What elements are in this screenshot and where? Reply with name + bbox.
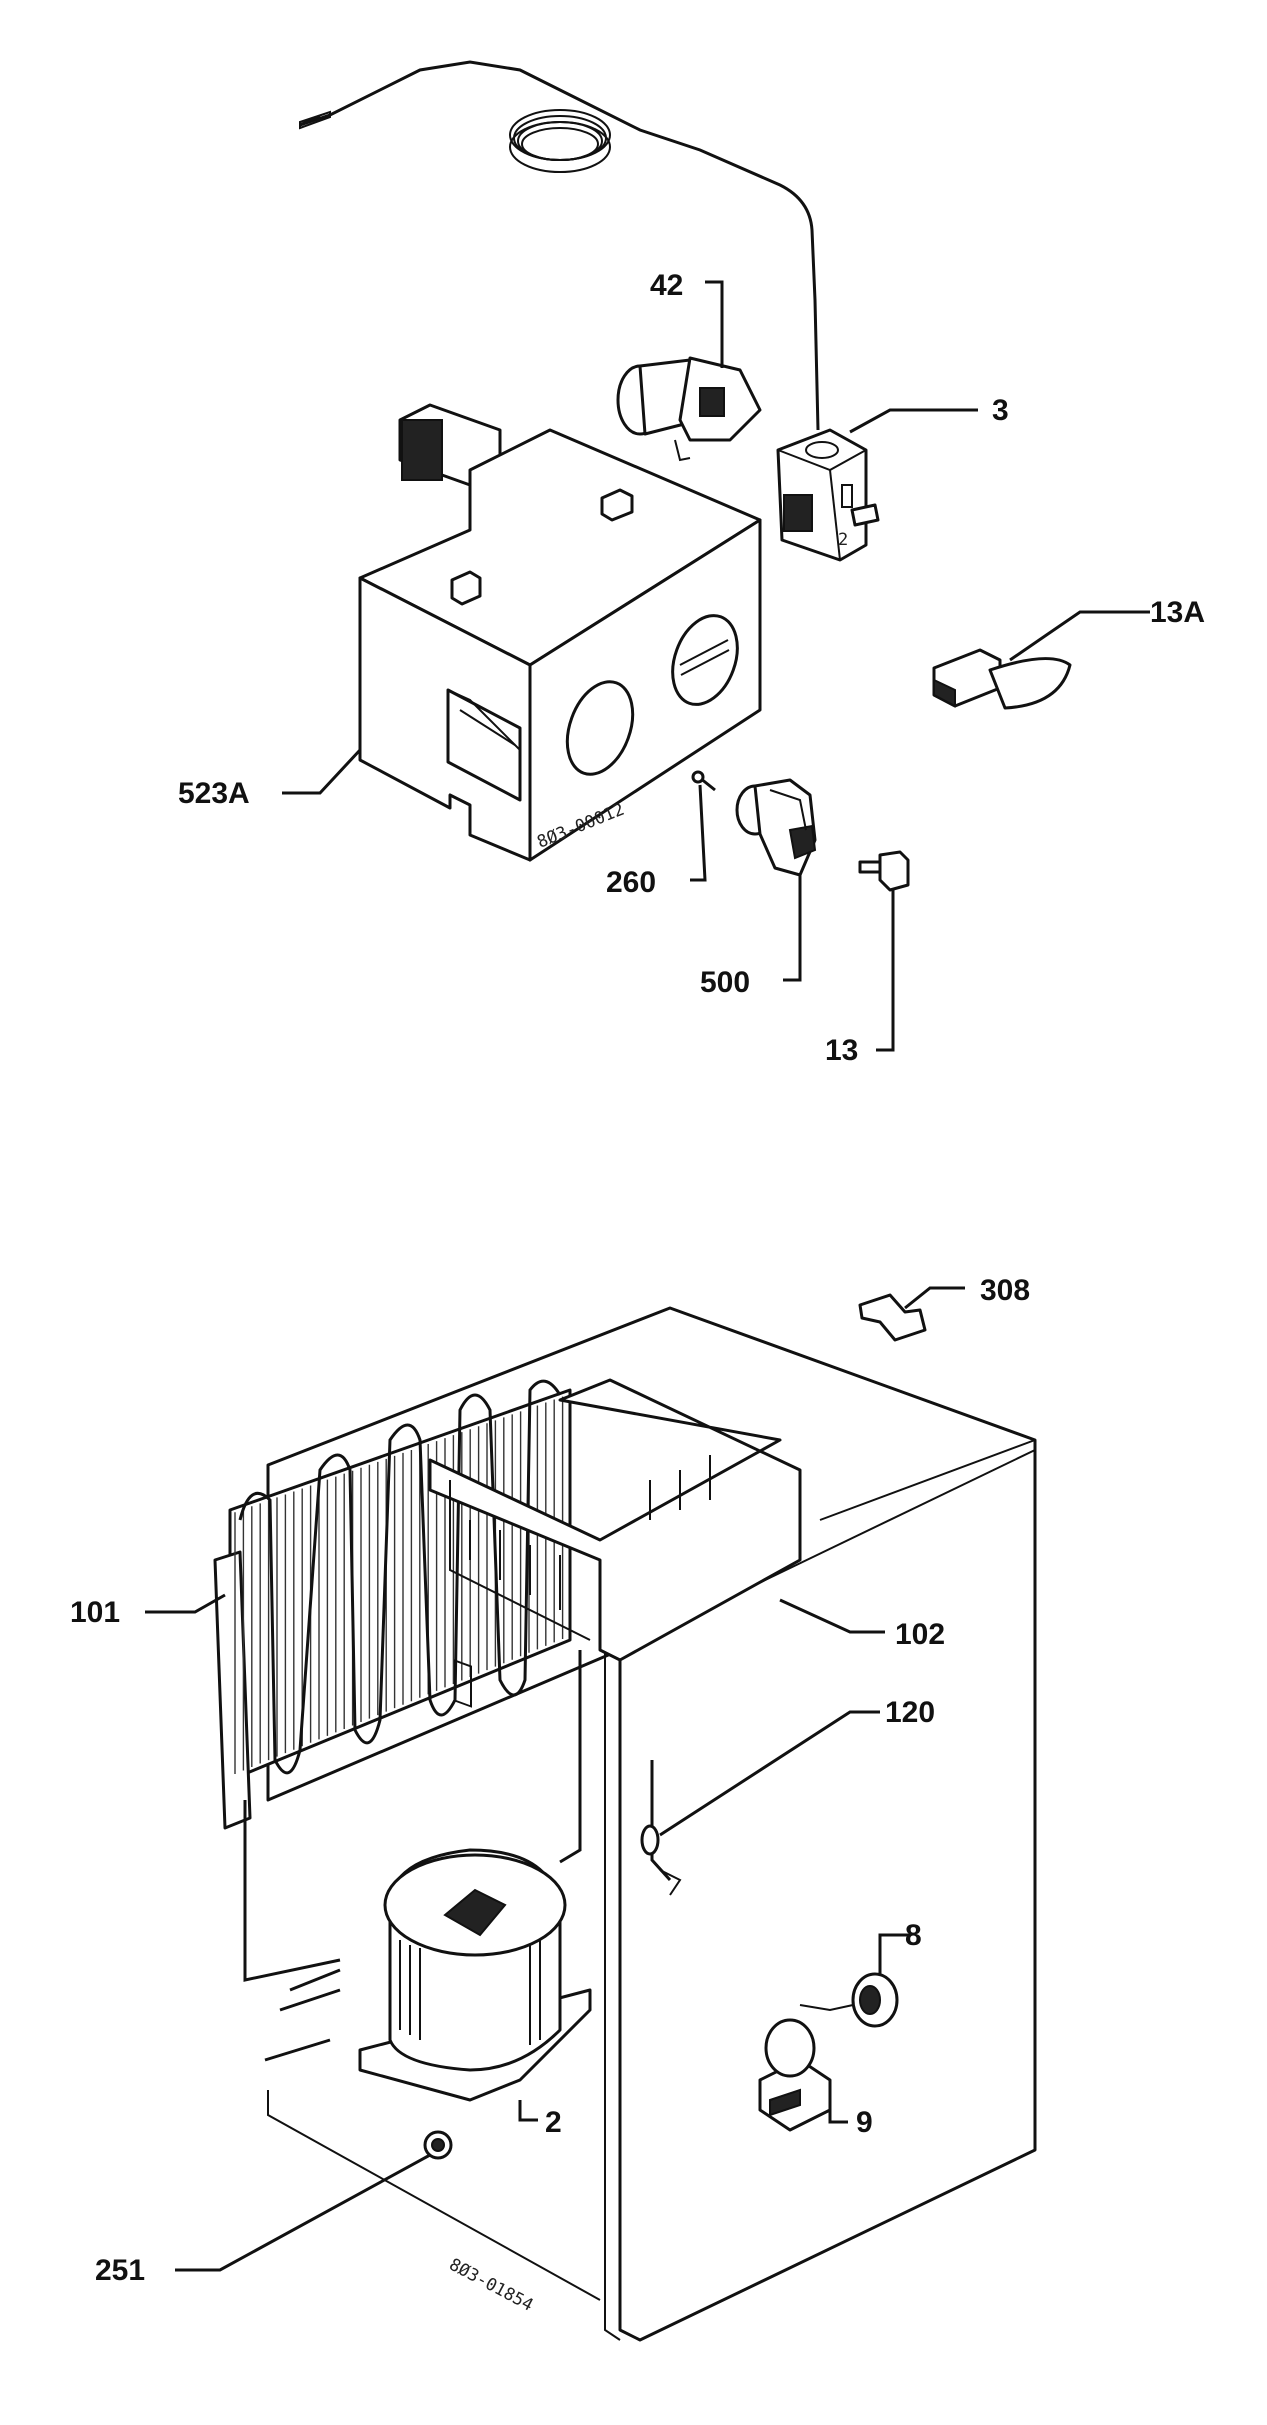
plug-part-251 <box>423 2130 453 2160</box>
drawing-number-bottom: 8Ø3-01854 <box>446 2255 537 2316</box>
thermostat-part-3: 2 <box>776 428 880 562</box>
sensor-part-120 <box>640 1760 682 1896</box>
callout-102: 102 <box>895 1618 945 1651</box>
callout-260: 260 <box>606 866 656 899</box>
callout-101: 101 <box>70 1596 120 1629</box>
callout-leaders-bottom <box>145 1286 965 2272</box>
capillary-tube <box>299 60 820 431</box>
callout-500: 500 <box>700 966 750 999</box>
callout-251: 251 <box>95 2254 145 2287</box>
callout-308: 308 <box>980 1274 1030 1307</box>
callout-8: 8 <box>905 1919 922 1952</box>
screw-part-260 <box>691 770 716 792</box>
lamp-part-8 <box>799 1972 899 2028</box>
callout-523A: 523A <box>178 777 250 810</box>
lever-part-13A <box>932 648 1072 710</box>
housing-part-523A <box>358 403 762 862</box>
callout-13A: 13A <box>1150 596 1205 629</box>
pin-part-13 <box>858 850 910 892</box>
callout-2: 2 <box>545 2106 562 2139</box>
callout-42: 42 <box>650 269 683 302</box>
callout-9: 9 <box>856 2106 873 2139</box>
knob-part-500 <box>735 778 817 877</box>
svg-text:2: 2 <box>838 530 848 550</box>
callout-3: 3 <box>992 394 1009 427</box>
callout-13: 13 <box>825 1034 858 1067</box>
clip-part-308 <box>858 1293 927 1342</box>
frame-part-102 <box>428 1378 802 1708</box>
lamp-holder-part-42 <box>616 356 762 462</box>
callout-120: 120 <box>885 1696 935 1729</box>
compressor-part-2 <box>264 1848 592 2102</box>
callout-leaders-top <box>282 280 1150 1052</box>
